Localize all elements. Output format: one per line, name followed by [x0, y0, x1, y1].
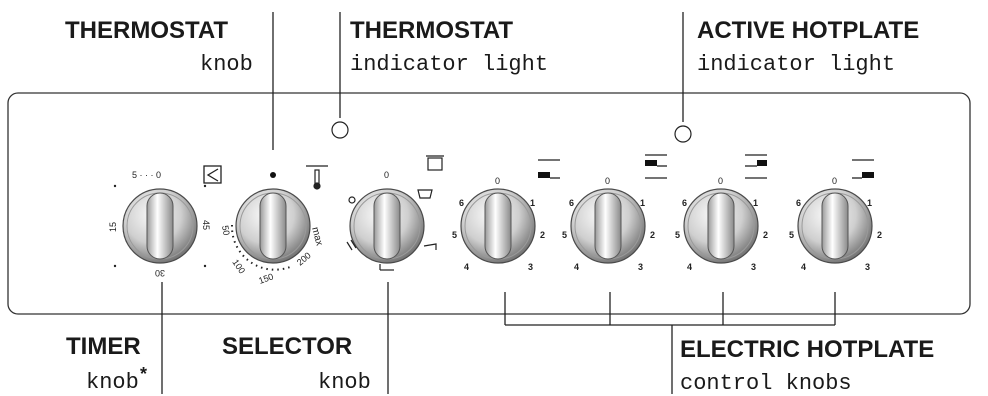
hp2-two: 2 [650, 230, 655, 240]
hp1-one: 1 [530, 198, 535, 208]
electric-hotplate-sub: control knobs [680, 371, 852, 396]
hp4-three: 3 [865, 262, 870, 272]
timer-dial-left: 15 [108, 222, 118, 232]
hp3-three: 3 [751, 262, 756, 272]
hp2-three: 3 [638, 262, 643, 272]
hp1-zero: 0 [495, 176, 500, 186]
timer-asterisk: * [140, 364, 147, 384]
timer-symbol-icon [203, 165, 222, 184]
selector-sub: knob [318, 370, 371, 395]
hotplate-knob-2[interactable] [570, 188, 646, 264]
timer-dial-right: 45 [201, 220, 211, 230]
thermostat-150: 150 [257, 271, 275, 286]
thermostat-indicator-light [331, 121, 349, 139]
timer-knob[interactable] [122, 188, 198, 264]
thermometer-icon [306, 165, 328, 190]
hp3-four: 4 [687, 262, 692, 272]
hotplate-knob-group-4: 0 6 1 2 3 4 5 [789, 159, 882, 272]
hp4-two: 2 [877, 230, 882, 240]
oven-symbol-icon [427, 157, 443, 171]
hp4-one: 1 [867, 198, 872, 208]
thermostat-knob-title: THERMOSTAT [65, 17, 228, 44]
hp2-zero: 0 [605, 176, 610, 186]
hotplate-knob-group-2: 0 6 1 2 3 4 5 [562, 154, 667, 272]
hotplate-position-icon-1 [538, 159, 560, 179]
timer-dial-dots [113, 184, 207, 268]
timer-sub: knob [86, 370, 139, 395]
hp1-two: 2 [540, 230, 545, 240]
hp3-one: 1 [753, 198, 758, 208]
timer-title: TIMER [66, 333, 141, 360]
selector-knob[interactable] [349, 188, 425, 264]
selector-knob-group: 0 [346, 155, 444, 271]
thermostat-light-sub: indicator light [350, 52, 548, 77]
hotplate-position-icon-3 [745, 154, 767, 179]
active-hotplate-title: ACTIVE HOTPLATE [697, 17, 919, 44]
fan-symbol-icon [346, 241, 353, 251]
hp3-five: 5 [675, 230, 680, 240]
hotplate-knob-group-3: 0 6 1 2 3 4 5 [675, 154, 768, 272]
hp3-zero: 0 [718, 176, 723, 186]
electric-hotplate-title: ELECTRIC HOTPLATE [680, 336, 934, 363]
selector-symbols [346, 155, 444, 271]
hotplate-knob-group-1: 0 6 1 2 3 4 5 [452, 159, 560, 272]
thermostat-max: max [309, 226, 325, 247]
hp2-five: 5 [562, 230, 567, 240]
hp1-five: 5 [452, 230, 457, 240]
hp1-six: 6 [459, 198, 464, 208]
hp2-six: 6 [569, 198, 574, 208]
hp4-six: 6 [796, 198, 801, 208]
leader-lines [161, 12, 836, 394]
selector-title: SELECTOR [222, 333, 352, 360]
hp4-zero: 0 [832, 176, 837, 186]
active-hotplate-sub: indicator light [697, 52, 895, 77]
bottom-heat-icon [423, 243, 437, 250]
selector-zero: 0 [384, 170, 389, 180]
hotplate-position-icon-2 [645, 154, 667, 179]
hp2-one: 1 [640, 198, 645, 208]
thermostat-knob-sub: knob [200, 52, 253, 77]
hp4-five: 5 [789, 230, 794, 240]
hp3-six: 6 [682, 198, 687, 208]
timer-dial-bottom: 30 [155, 268, 165, 278]
hp4-four: 4 [801, 262, 806, 272]
light-bulb-icon [348, 196, 356, 204]
thermostat-knob[interactable] [235, 188, 311, 264]
hp1-three: 3 [528, 262, 533, 272]
hotplate-knob-3[interactable] [683, 188, 759, 264]
hotplate-position-icon-4 [852, 159, 874, 179]
thermostat-50: 50 [220, 225, 232, 237]
active-hotplate-indicator-light [674, 125, 692, 143]
hp1-four: 4 [464, 262, 469, 272]
top-heat-icon [417, 189, 433, 199]
hotplate-knob-4[interactable] [797, 188, 873, 264]
hp2-four: 4 [574, 262, 579, 272]
timer-dial-top: 5 · · · 0 [132, 170, 161, 180]
thermostat-marker-dot [270, 172, 276, 178]
hp3-two: 2 [763, 230, 768, 240]
hotplate-knob-1[interactable] [460, 188, 536, 264]
thermostat-light-title: THERMOSTAT [350, 17, 513, 44]
timer-knob-group: 5 · · · 0 15 45 30 [108, 165, 222, 278]
